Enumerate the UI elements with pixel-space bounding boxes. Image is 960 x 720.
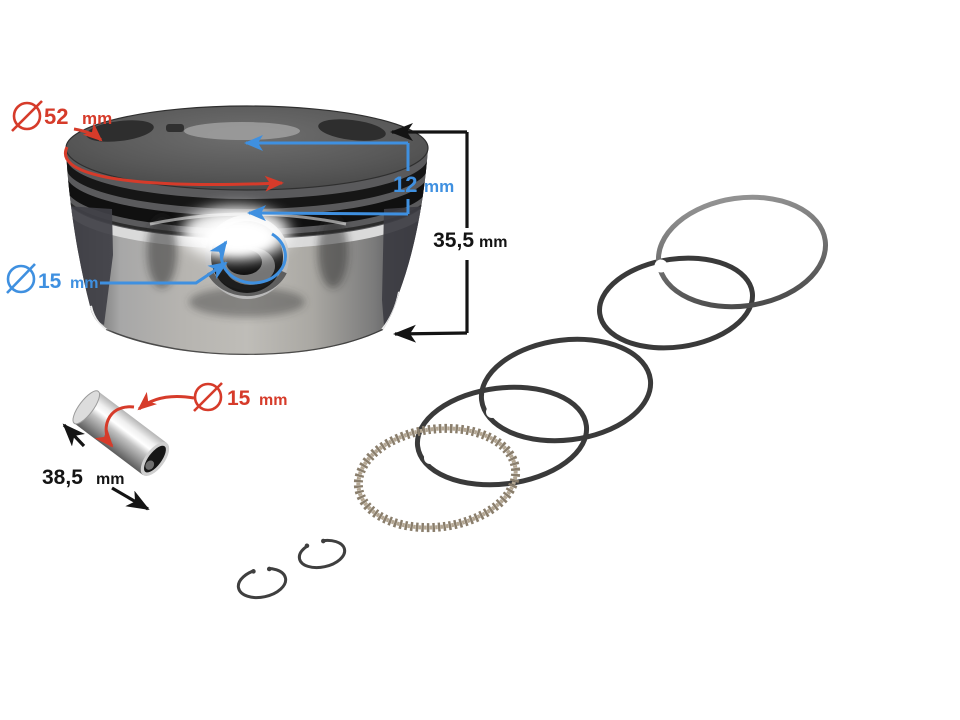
belt-height-unit: mm	[424, 177, 454, 196]
dim-pin-length: 38,5 mm	[42, 423, 150, 511]
dim-ring-belt-height: 12 mm	[244, 135, 454, 222]
piston-pin	[72, 390, 170, 477]
bore-lower-shadow	[207, 270, 287, 297]
cast-recess-left	[147, 216, 177, 288]
circlip-1	[236, 561, 288, 600]
piston-crown	[65, 105, 429, 191]
skirt-panel-right	[382, 206, 428, 326]
pin-length-value: 38,5	[42, 466, 83, 489]
piston-ring-set	[353, 194, 829, 533]
crown-notch	[166, 124, 184, 132]
dim-piston-diameter: 52 mm	[11, 100, 284, 192]
piston-diameter-unit: mm	[82, 109, 112, 128]
oil-ring-rail-2	[414, 384, 590, 488]
crown-machined-oval	[184, 122, 300, 140]
height-bottom-arrow	[393, 324, 468, 343]
valve-pocket-left	[86, 120, 154, 142]
pin-leader-arrow	[137, 391, 195, 411]
second-ring-groove	[66, 174, 428, 229]
valve-pocket-right	[318, 119, 386, 141]
dim-piston-height: 35,5 mm	[390, 123, 507, 343]
compression-ring-1	[655, 194, 829, 310]
oil-ring-expander	[353, 423, 521, 533]
cast-recess-right	[318, 216, 348, 288]
pin-length-arrow-lower	[111, 486, 150, 511]
belt-height-value: 12	[393, 172, 417, 197]
dim-pin-diameter: 15 mm	[94, 382, 287, 448]
pin-bore-value: 15	[38, 270, 62, 293]
pin-length-arrow-upper	[62, 423, 86, 448]
diameter-arrow-short	[73, 122, 103, 142]
bore-glare-core	[204, 221, 272, 253]
pin-wrap-arrow	[94, 405, 135, 448]
oil-ring-rail-1	[478, 336, 654, 444]
ring-1-gap	[654, 259, 668, 273]
pin-diameter-unit: mm	[259, 392, 287, 409]
boss-shadow	[189, 287, 305, 317]
bore-leader-arrow	[100, 261, 228, 285]
diameter-icon	[11, 100, 43, 132]
rail-1-gap	[486, 406, 498, 418]
belt-bottom-arrow	[247, 205, 409, 222]
circlip-1-gap	[253, 561, 269, 577]
compression-ring-2	[597, 255, 755, 351]
pin-diameter-value: 15	[227, 387, 251, 410]
diameter-icon	[193, 382, 223, 412]
pin-end-left	[72, 390, 101, 425]
diameter-sweep-arrow	[64, 146, 284, 192]
circlip-2-gap	[306, 534, 322, 550]
pin-bore-reflection	[145, 460, 155, 470]
pin-bore-unit: mm	[70, 275, 98, 292]
circlip-2	[297, 534, 347, 570]
piston-diameter-value: 52	[44, 104, 68, 129]
ring-2-gap	[608, 315, 622, 329]
bore-rotation-arrow	[209, 232, 287, 285]
skirt-panel-left	[66, 206, 113, 325]
pin-body	[74, 391, 167, 476]
piston-height-unit: mm	[479, 234, 507, 251]
diameter-icon	[6, 263, 36, 294]
piston-height-value: 35,5	[433, 229, 474, 252]
rail-2-gap	[424, 452, 436, 464]
top-ring-groove	[66, 157, 428, 209]
pin-length-unit: mm	[96, 471, 124, 488]
dim-pin-bore-diameter: 15 mm	[6, 232, 287, 294]
